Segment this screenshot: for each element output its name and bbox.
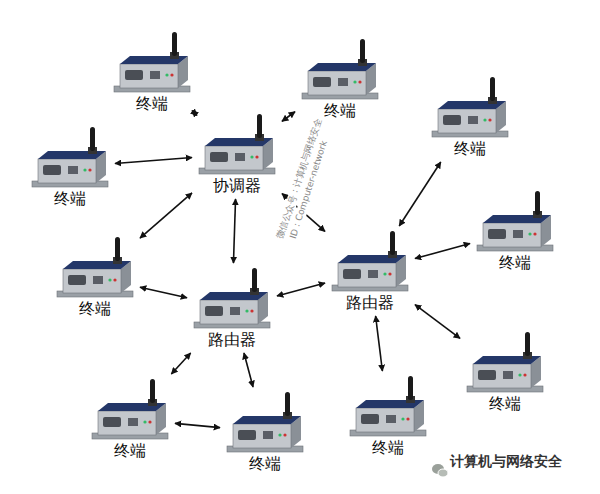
- link-arrow: [175, 423, 220, 427]
- network-device: 终端: [298, 37, 382, 121]
- device-label: 终端: [497, 253, 533, 273]
- network-device: 路由器: [190, 266, 274, 350]
- device-picture: [463, 330, 547, 394]
- device-label: 终端: [134, 94, 170, 114]
- network-device: 协调器: [195, 112, 279, 196]
- network-device: 终端: [428, 75, 512, 159]
- device-picture: [328, 229, 412, 293]
- device-label: 终端: [52, 189, 88, 209]
- link-arrow: [282, 112, 295, 121]
- wechat-icon: [432, 464, 448, 477]
- link-arrow: [192, 111, 197, 116]
- link-arrow: [140, 287, 187, 298]
- link-arrow: [171, 353, 190, 374]
- device-label: 终端: [322, 101, 358, 121]
- link-arrow: [140, 193, 192, 238]
- device-picture: [53, 235, 137, 299]
- device-label: 协调器: [211, 176, 263, 196]
- device-label: 终端: [112, 441, 148, 461]
- network-device: 终端: [346, 374, 430, 458]
- device-label: 路由器: [344, 293, 396, 313]
- device-picture: [88, 377, 172, 441]
- device-label: 终端: [247, 454, 283, 474]
- link-arrow: [415, 305, 460, 339]
- source-mark: 计算机与网络安全: [450, 453, 562, 469]
- link-arrow: [244, 353, 253, 387]
- device-picture: [428, 75, 512, 139]
- network-device: 终端: [463, 330, 547, 414]
- network-device: 路由器: [328, 229, 412, 313]
- link-arrow: [115, 158, 192, 164]
- device-label: 终端: [452, 139, 488, 159]
- network-device: 终端: [88, 377, 172, 461]
- device-picture: [110, 30, 194, 94]
- link-arrow: [376, 316, 383, 371]
- device-label: 终端: [487, 394, 523, 414]
- network-device: 终端: [28, 125, 112, 209]
- device-picture: [28, 125, 112, 189]
- link-arrow: [277, 283, 325, 296]
- link-arrow: [399, 162, 441, 226]
- network-device: 终端: [110, 30, 194, 114]
- device-picture: [195, 112, 279, 176]
- device-label: 终端: [370, 438, 406, 458]
- network-device: 终端: [223, 390, 307, 474]
- device-label: 终端: [77, 299, 113, 319]
- device-picture: [473, 189, 557, 253]
- link-arrow: [233, 199, 235, 263]
- device-picture: [190, 266, 274, 330]
- device-picture: [298, 37, 382, 101]
- network-device: 终端: [53, 235, 137, 319]
- network-device: 终端: [473, 189, 557, 273]
- device-picture: [346, 374, 430, 438]
- link-arrow: [415, 243, 470, 258]
- device-picture: [223, 390, 307, 454]
- device-label: 路由器: [206, 330, 258, 350]
